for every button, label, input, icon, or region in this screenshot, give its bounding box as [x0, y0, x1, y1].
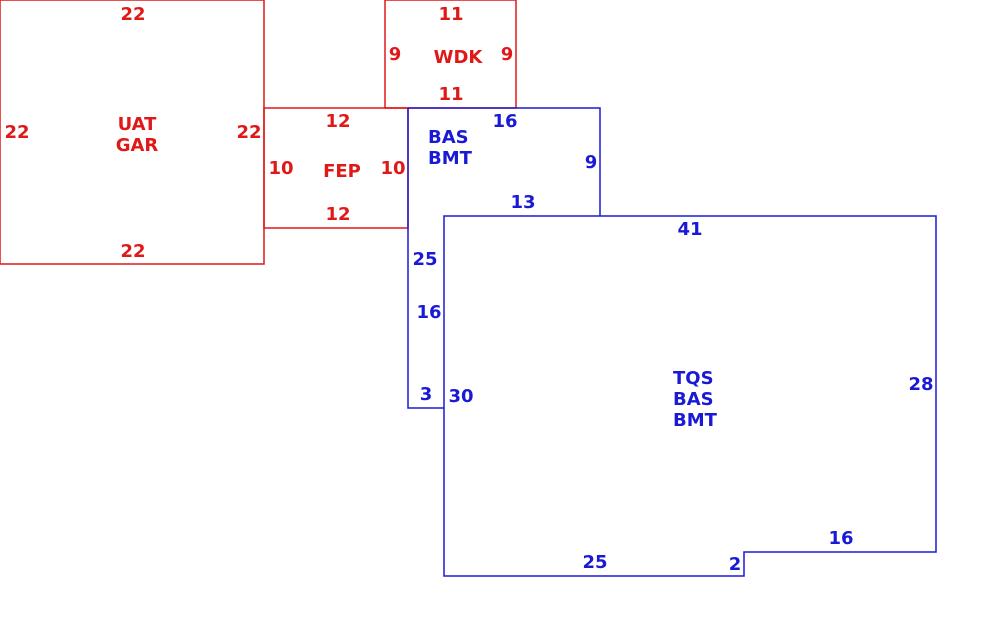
wdk-label: WDK — [434, 47, 484, 68]
fep-label: FEP — [323, 161, 361, 182]
tqs-step-dim: 2 — [729, 554, 742, 575]
bas-bmt-upper-top-dim: 16 — [492, 111, 517, 132]
bas-bmt-upper-label-2: BMT — [428, 148, 473, 169]
fep-left-dim: 10 — [268, 158, 293, 179]
tqs-left-dim: 30 — [448, 386, 473, 407]
wdk-top-dim: 11 — [438, 4, 463, 25]
wdk-right-dim: 9 — [501, 44, 514, 65]
uat-gar-label-2: GAR — [116, 135, 159, 156]
tqs-label-3: BMT — [673, 410, 718, 431]
tqs-bas-bmt-outline — [443, 215, 937, 577]
connector-outline — [407, 108, 444, 409]
bas-bmt-upper-bottom-dim: 13 — [510, 192, 535, 213]
uat-gar-right-dim: 22 — [236, 122, 261, 143]
uat-gar-bottom-dim: 22 — [120, 241, 145, 262]
uat-gar-label-1: UAT — [118, 114, 158, 135]
connector-left-lower-dim: 16 — [416, 302, 441, 323]
tqs-bottom-left-dim: 25 — [582, 552, 607, 573]
bas-bmt-upper-outline — [408, 107, 601, 216]
wdk-bottom-dim: 11 — [438, 84, 463, 105]
fep-top-dim: 12 — [325, 111, 350, 132]
tqs-label-1: TQS — [673, 368, 714, 389]
uat-gar-top-dim: 22 — [120, 4, 145, 25]
connector-left-upper-dim: 25 — [412, 249, 437, 270]
uat-gar-left-dim: 22 — [4, 122, 29, 143]
tqs-top-dim: 41 — [677, 219, 702, 240]
connector-bottom-dim: 3 — [420, 384, 433, 405]
fep-right-dim: 10 — [380, 158, 405, 179]
wdk-left-dim: 9 — [389, 44, 402, 65]
bas-bmt-upper-label-1: BAS — [428, 127, 469, 148]
bas-bmt-upper-right-dim: 9 — [585, 152, 598, 173]
tqs-right-dim: 28 — [908, 374, 933, 395]
tqs-label-2: BAS — [673, 389, 714, 410]
tqs-bottom-right-dim: 16 — [828, 528, 853, 549]
fep-bottom-dim: 12 — [325, 204, 350, 225]
